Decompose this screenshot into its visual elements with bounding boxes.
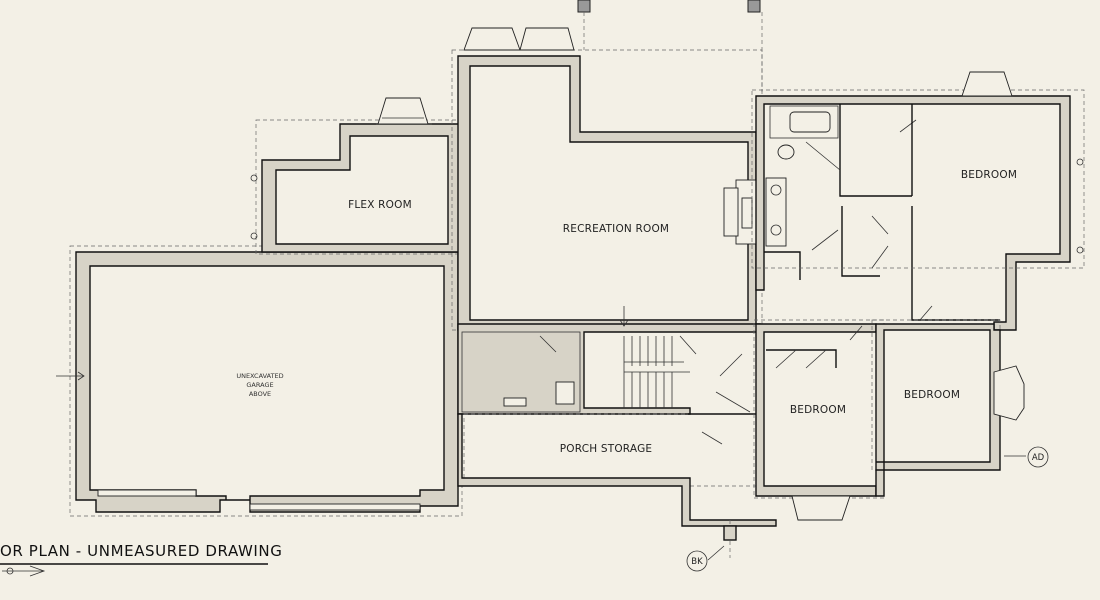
marker-ad: AD xyxy=(1004,446,1049,468)
bathroom xyxy=(755,95,1071,331)
title-block: OR PLAN - UNMEASURED DRAWING xyxy=(0,542,282,577)
label-bedroom-northeast: BEDROOM xyxy=(961,169,1017,181)
label-porch-storage: PORCH STORAGE xyxy=(560,443,653,455)
label-recreation-room: RECREATION ROOM xyxy=(563,223,669,235)
bedroom-northeast xyxy=(751,71,1085,269)
bedroom-east xyxy=(871,305,1025,497)
porch-storage xyxy=(457,391,777,558)
label-bedroom-center: BEDROOM xyxy=(790,404,846,416)
drawing-title: OR PLAN - UNMEASURED DRAWING xyxy=(0,542,282,560)
marker-bk-label: BK xyxy=(691,557,703,567)
recreation-room xyxy=(451,0,763,331)
label-flex-room: FLEX ROOM xyxy=(348,199,412,211)
label-garage-line1: UNEXCAVATED xyxy=(236,372,283,380)
marker-bk: BK xyxy=(686,545,725,572)
flex-room xyxy=(250,97,463,255)
label-bedroom-east: BEDROOM xyxy=(904,389,960,401)
label-garage-line3: ABOVE xyxy=(249,390,271,398)
marker-ad-label: AD xyxy=(1032,453,1045,463)
label-garage-line2: GARAGE xyxy=(246,381,273,389)
bedroom-center xyxy=(753,319,885,521)
room-labels: FLEX ROOM RECREATION ROOM BEDROOM BEDROO… xyxy=(236,169,1017,455)
